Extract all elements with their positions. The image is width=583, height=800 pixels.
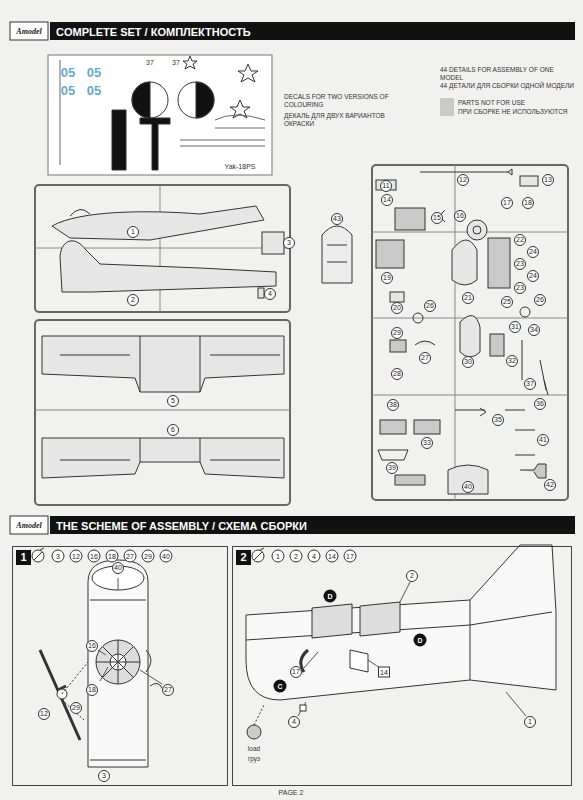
callout-number: 35 — [492, 414, 504, 426]
section-header: COMPLETE SET / КОМПЛЕКТНОСТЬ — [50, 22, 575, 40]
glue-marker: D — [414, 634, 427, 647]
legend-swatch — [440, 98, 454, 107]
decal-text: 37 — [146, 59, 154, 66]
part-list-number: 12 — [70, 550, 83, 563]
callout-number: 2 — [406, 570, 418, 582]
callout-number: 34 — [528, 324, 540, 336]
callout-number: 18 — [86, 684, 98, 696]
decal-number: 05 — [87, 83, 101, 98]
part-list-number: 16 — [88, 550, 101, 563]
callout-number: 16 — [454, 210, 466, 222]
callout-number: 15 — [431, 212, 443, 224]
glue-marker: C — [274, 680, 287, 693]
callout-number: 27 — [419, 352, 431, 364]
callout-number: 16 — [86, 640, 98, 652]
callout-number: 14 — [378, 667, 390, 678]
decal-text: 37 — [172, 59, 180, 66]
note-text: 44 DETAILS FOR ASSEMBLY OF ONE MODEL — [440, 66, 575, 82]
note-text: 44 ДЕТАЛИ ДЛЯ СБОРКИ ОДНОЙ МОДЕЛИ — [440, 82, 575, 90]
callout-number: 12 — [38, 708, 50, 720]
callout-number: 1 — [127, 226, 139, 238]
callout-number: 21 — [462, 292, 474, 304]
callout-number: 28 — [391, 368, 403, 380]
callout-number: 41 — [537, 434, 549, 446]
note-text: груз — [248, 755, 260, 762]
callout-number: 31 — [509, 321, 521, 333]
callout-number: 43 — [331, 213, 343, 225]
header-text: THE SCHEME OF ASSEMBLY / СХЕМА СБОРКИ — [50, 517, 307, 535]
step-number: 1 — [16, 550, 31, 565]
brand-logo: Amodel — [16, 27, 41, 36]
callout-number: 26 — [534, 294, 546, 306]
callout-number: 3 — [283, 237, 295, 249]
callout-number: 22 — [514, 234, 526, 246]
callout-number: 17 — [501, 197, 513, 209]
part-list-number: 18 — [106, 550, 119, 563]
callout-number: 30 — [462, 356, 474, 368]
section-header: THE SCHEME OF ASSEMBLY / СХЕМА СБОРКИ — [50, 516, 575, 534]
callout-number: 18 — [522, 197, 534, 209]
callout-number: 24 — [527, 270, 539, 282]
step-panel: 1 — [12, 546, 228, 786]
callout-number: 38 — [387, 399, 399, 411]
step-panel: 2 — [232, 546, 572, 786]
part-list-number: 14 — [326, 550, 339, 563]
callout-number: 40 — [462, 481, 474, 493]
legend-swatch — [440, 107, 454, 116]
callout-number: 20 — [391, 302, 403, 314]
callout-number: 4 — [264, 288, 276, 300]
note-text: ДЕКАЛЬ ДЛЯ ДВУХ ВАРИАНТОВ ОКРАСКИ — [284, 112, 394, 128]
glue-marker: D — [324, 590, 337, 603]
callout-number: 33 — [421, 437, 433, 449]
decal-text: Yak-18PS — [225, 163, 256, 170]
part-list-number: 4 — [308, 550, 321, 563]
part-list-number: 2 — [290, 550, 303, 563]
part-list-number: 3 — [52, 550, 65, 563]
brand-logo: Amodel — [16, 521, 41, 530]
callout-number: 37 — [524, 378, 536, 390]
callout-number: 36 — [534, 398, 546, 410]
callout-number: 25 — [501, 296, 513, 308]
note-text: DECALS FOR TWO VERSIONS OF COLOURING — [284, 93, 394, 109]
step-number: 2 — [236, 550, 251, 565]
legend-text: PARTS NOT FOR USE — [458, 98, 525, 107]
callout-number: 14 — [381, 194, 393, 206]
callout-number: 2 — [127, 294, 139, 306]
page-number: PAGE 2 — [279, 789, 304, 796]
callout-number: 23 — [514, 258, 526, 270]
callout-number: 17 — [290, 666, 302, 678]
callout-number: 26 — [424, 300, 436, 312]
legend-text: ПРИ СБОРКЕ НЕ ИСПОЛЬЗУЮТСЯ — [458, 107, 568, 116]
callout-number: 3 — [98, 770, 110, 782]
part-list-number: 1 — [272, 550, 285, 563]
callout-number: 6 — [167, 424, 179, 436]
part-list-number: 40 — [160, 550, 173, 563]
callout-number: 29 — [70, 702, 82, 714]
part-list-number: 27 — [124, 550, 137, 563]
note-text: load — [248, 745, 260, 752]
callout-number: 39 — [386, 462, 398, 474]
decal-number: 05 — [61, 83, 75, 98]
callout-number: 1 — [524, 716, 536, 728]
callout-number: 42 — [544, 479, 556, 491]
decal-number: 05 — [61, 65, 75, 80]
callout-number: 24 — [527, 246, 539, 258]
callout-number: 11 — [380, 180, 392, 192]
callout-number: 27 — [162, 684, 174, 696]
callout-number: 13 — [542, 174, 554, 186]
callout-number: 19 — [381, 272, 393, 284]
decal-number: 05 — [87, 65, 101, 80]
header-text: COMPLETE SET / КОМПЛЕКТНОСТЬ — [50, 23, 251, 41]
callout-number: 29 — [391, 327, 403, 339]
callout-number: 40 — [112, 562, 124, 574]
part-list-number: 29 — [142, 550, 155, 563]
callout-number: 12 — [457, 174, 469, 186]
callout-number: 23 — [514, 282, 526, 294]
callout-number: 32 — [506, 355, 518, 367]
callout-number: 4 — [288, 716, 300, 728]
callout-number: 5 — [167, 395, 179, 407]
part-list-number: 17 — [344, 550, 357, 563]
